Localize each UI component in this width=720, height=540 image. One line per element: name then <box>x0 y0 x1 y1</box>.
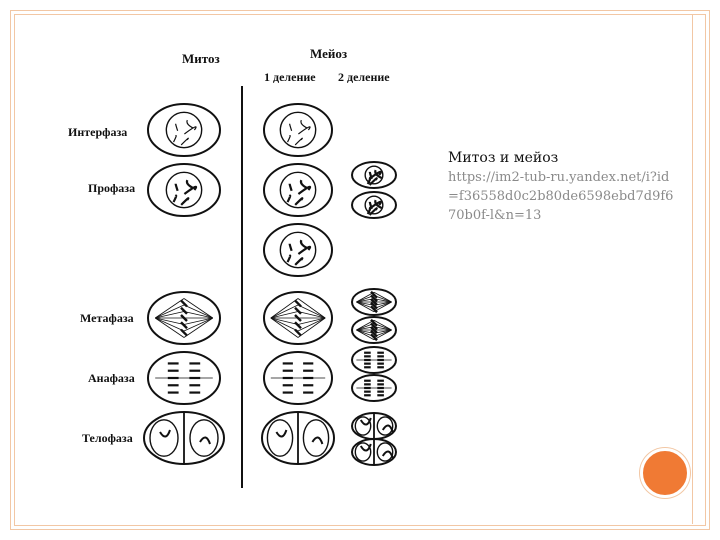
cell-mitosis-metaphase <box>147 291 221 345</box>
cell-meiosis2-anaphase-5 <box>351 374 397 402</box>
header-meiosis: Мейоз <box>310 46 347 61</box>
caption: Митоз и мейоз https://im2-tub-ru.yandex.… <box>448 148 678 225</box>
cell-mitosis-prophase <box>147 163 221 217</box>
slide-frame-outer <box>10 10 710 530</box>
slide-sidebar-line <box>692 14 693 524</box>
header-division-1: 1 деление <box>264 70 316 84</box>
cell-meiosis1-prophase-b <box>263 223 333 277</box>
cell-meiosis1-anaphase <box>263 351 333 405</box>
phase-label-prophase: Профаза <box>88 181 135 195</box>
cell-mitosis-interphase <box>147 103 221 157</box>
phase-label-anaphase: Анафаза <box>88 371 135 385</box>
phase-label-telophase: Телофаза <box>82 431 133 445</box>
cell-meiosis1-metaphase <box>263 291 333 345</box>
caption-title: Митоз и мейоз <box>448 150 559 166</box>
cell-meiosis1-telophase <box>261 411 335 465</box>
cell-meiosis2-metaphase-2 <box>351 288 397 316</box>
cell-mitosis-anaphase <box>147 351 221 405</box>
phase-label-metaphase: Метафаза <box>80 311 134 325</box>
cell-meiosis2-anaphase-4 <box>351 346 397 374</box>
mitosis-meiosis-diagram: Митоз Мейоз 1 деление 2 деление Интерфаз… <box>68 46 397 488</box>
header-division-2: 2 деление <box>338 70 390 84</box>
cell-meiosis2-metaphase-3 <box>351 316 397 344</box>
cell-meiosis1-interphase <box>263 103 333 157</box>
cell-meiosis2-telophase-6 <box>351 412 397 440</box>
caption-url: https://im2-tub-ru.yandex.net/i?id=f3655… <box>448 170 674 223</box>
decorative-circle <box>640 448 690 498</box>
cell-meiosis2-telophase-7 <box>351 438 397 466</box>
cell-mitosis-telophase <box>143 411 225 465</box>
cell-meiosis1-prophase-a <box>263 163 333 217</box>
phase-label-interphase: Интерфаза <box>68 125 127 139</box>
cell-meiosis2-prophase-0 <box>351 161 397 189</box>
cell-meiosis2-prophase-1 <box>351 191 397 219</box>
slide-frame-inner <box>14 14 706 526</box>
header-mitosis: Митоз <box>182 51 220 66</box>
